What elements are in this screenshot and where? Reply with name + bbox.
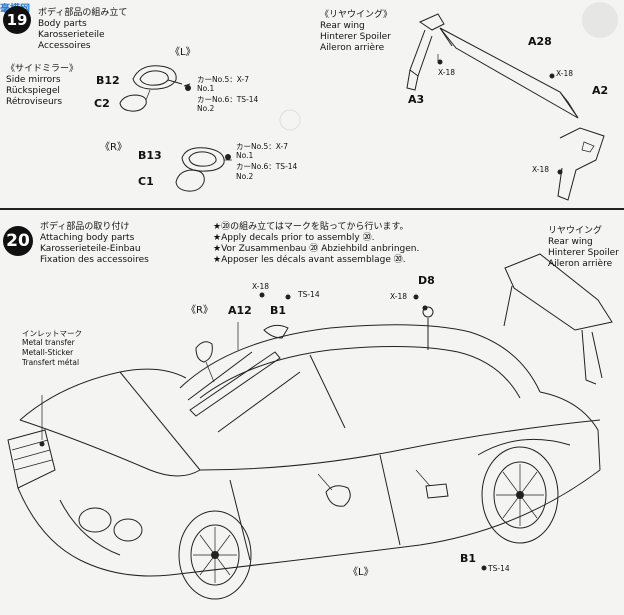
paint-x18-a2: X-18 [532, 165, 550, 174]
car-r-mark: 《R》 [186, 305, 213, 316]
part-c2-label: C2 [94, 97, 110, 110]
rear-wing-label-jp: リヤウイング [548, 226, 603, 236]
paint-ts14-b1: TS-14 [298, 290, 320, 299]
mirror-left-no1: No.1 [197, 84, 215, 93]
step-20-note-jp: ★⑳の組み立てはマークを貼ってから行います。 [213, 222, 409, 232]
rear-wing-title-en: Rear wing [320, 21, 365, 31]
inlet-mark-en: Metal transfer [22, 338, 75, 347]
step-19-number: 19 [3, 6, 31, 34]
paint-x18-a12: X-18 [252, 282, 270, 291]
step-20-note-en: ★Apply decals prior to assembly ⑳. [213, 233, 375, 243]
paint-ts14-b1-bottom: TS-14 [488, 564, 510, 573]
part-b1-bottom-label: B1 [460, 552, 477, 565]
part-a2-label: A2 [592, 84, 609, 97]
part-a28-label: A28 [528, 35, 552, 48]
side-mirrors-title-de: Rückspiegel [6, 86, 60, 96]
mirror-right-no2: No.2 [236, 172, 254, 181]
rear-wing-title-jp: 《リヤウイング》 [320, 10, 393, 20]
inlet-mark-de: Metall-Sticker [22, 348, 74, 357]
inlet-mark-fr: Transfert métal [22, 358, 80, 367]
section-divider [0, 208, 624, 210]
part-b1-top-label: B1 [270, 304, 287, 317]
rear-wing-title-fr: Aileron arrière [320, 43, 385, 53]
side-mirrors-title-jp: 《サイドミラー》 [6, 64, 79, 74]
step-20-title-fr: Fixation des accessoires [40, 255, 149, 265]
mirror-left-mark: 《L》 [170, 47, 196, 58]
part-b12-label: B12 [96, 74, 120, 87]
rear-wing-label-de: Hinterer Spoiler [548, 248, 619, 258]
rear-wing-label-fr: Aileron arrière [548, 259, 613, 269]
part-d8-label: D8 [418, 274, 435, 287]
rear-wing-top-drawing [406, 13, 605, 201]
step-20-title-jp: ボディ部品の取り付け [40, 222, 130, 232]
rear-wing-title-de: Hinterer Spoiler [320, 32, 391, 42]
car-body-drawing [7, 253, 613, 600]
step-19-title-en: Body parts [38, 19, 87, 29]
paint-x18-a3: X-18 [438, 68, 456, 77]
step-19-title-de: Karosserieteile [38, 30, 105, 40]
mirror-right-no1: No.1 [236, 151, 254, 160]
part-a12-label: A12 [228, 304, 252, 317]
part-a3-label: A3 [408, 93, 425, 106]
mirror-right-car5: カーNo.5：X-7 [236, 142, 288, 151]
side-mirrors-title-fr: Rétroviseurs [6, 97, 63, 107]
step-20-title-de: Karosserieteile-Einbau [40, 244, 141, 254]
car-l-mark: 《L》 [348, 567, 374, 578]
step-20-note-fr: ★Apposer les décals avant assemblage ⑳. [213, 255, 406, 265]
step-19-title-fr: Accessoires [38, 41, 91, 51]
mirror-left-car6: カーNo.6：TS-14 [197, 95, 259, 104]
mirror-left-drawing [119, 65, 191, 112]
mirror-right-car6: カーNo.6：TS-14 [236, 162, 298, 171]
mirror-right-drawing [175, 147, 232, 192]
part-b13-label: B13 [138, 149, 162, 162]
side-mirrors-title-en: Side mirrors [6, 75, 61, 85]
step-19-title-jp: ボディ部品の組み立て [38, 8, 128, 18]
rear-wing-label-en: Rear wing [548, 237, 593, 247]
paint-x18-a28: X-18 [556, 69, 574, 78]
mirror-right-mark: 《R》 [100, 142, 127, 153]
step-20-note-de: ★Vor Zusammenbau ⑳ Abziehbild anbringen. [213, 244, 420, 254]
mirror-left-car5: カーNo.5：X-7 [197, 75, 249, 84]
inlet-mark-jp: インレットマーク [22, 329, 82, 338]
step-20-title-en: Attaching body parts [40, 233, 135, 243]
mirror-left-no2: No.2 [197, 104, 215, 113]
paint-x18-d8: X-18 [390, 292, 408, 301]
step-20-number: 20 [3, 226, 33, 256]
part-c1-label: C1 [138, 175, 154, 188]
